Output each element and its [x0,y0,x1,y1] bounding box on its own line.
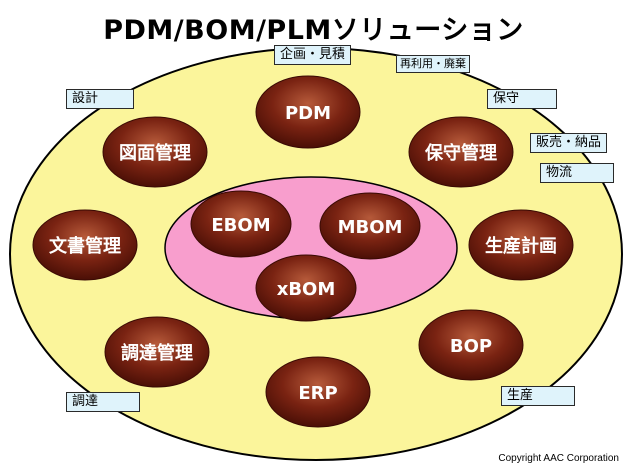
node-label: EBOM [211,215,270,236]
node-seisan: 生産計画 [468,209,574,281]
node-bop: BOP [418,309,524,381]
node-label: 生産計画 [485,235,557,257]
node-chotatsu: 調達管理 [104,316,210,388]
diagram-title: PDM/BOM/PLMソリューション [103,15,524,46]
stage-label-hanbai: 販売・納品 [530,133,608,153]
node-label: ERP [298,383,337,404]
node-mbom: MBOM [319,192,421,260]
node-label: 図面管理 [119,142,191,164]
node-erp: ERP [265,356,371,428]
stage-label-chotatsu: 調達 [66,392,140,412]
node-xbom: xBOM [255,254,357,322]
stage-label-sairiyou: 再利用・廃棄 [396,55,470,73]
node-label: BOP [450,336,492,357]
stage-label-butsuryu: 物流 [540,163,614,183]
node-label: 文書管理 [49,235,121,257]
copyright-text: Copyright AAC Corporation [498,453,619,464]
node-label: xBOM [277,279,336,300]
node-pdm: PDM [255,75,361,149]
stage-label-seisan: 生産 [501,386,575,406]
stage-label-kikaku: 企画・見積 [274,45,352,65]
stage-label-sekkei: 設計 [66,89,134,109]
node-bunsho: 文書管理 [32,209,138,281]
node-label: 調達管理 [121,342,193,364]
node-zumen: 図面管理 [102,116,208,188]
node-hoshu: 保守管理 [408,116,514,188]
node-ebom: EBOM [190,190,292,258]
node-label: 保守管理 [424,142,497,164]
stage-label-hoshu: 保守 [487,89,557,109]
node-label: MBOM [338,217,403,238]
node-label: PDM [285,103,331,124]
